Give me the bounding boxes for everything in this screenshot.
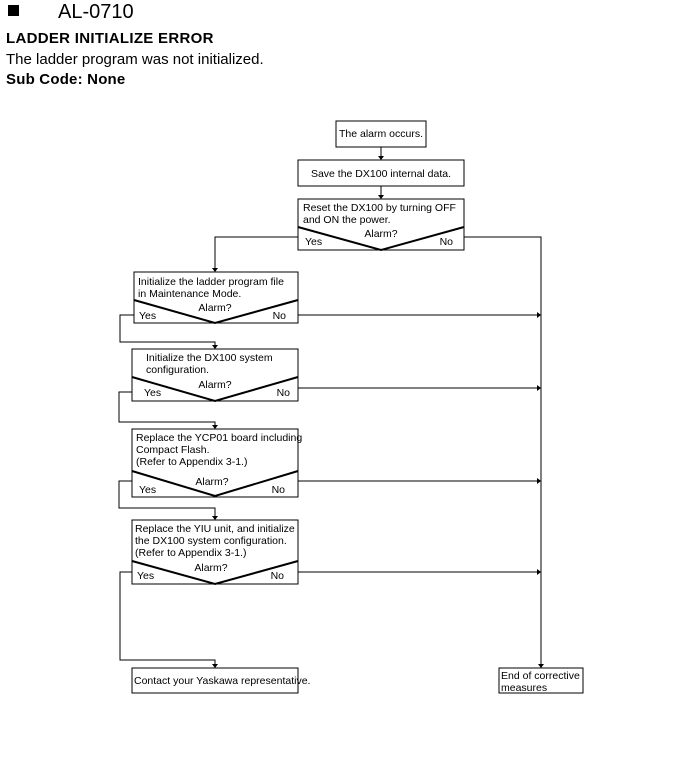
- decision-shape-5: [131, 560, 299, 586]
- replace-yiu-text-line2: the DX100 system configuration.: [135, 535, 287, 547]
- reset-power-box: [297, 198, 465, 251]
- contact-box: [131, 667, 299, 694]
- no-label-3: No: [277, 387, 291, 399]
- save-data-box: [297, 159, 465, 187]
- replace-ycp01-text-line2: Compact Flash.: [136, 444, 210, 456]
- decision-label-5: Alarm?: [194, 562, 227, 574]
- init-ladder-text-line1: Initialize the ladder program file: [138, 276, 284, 288]
- decision-label-3: Alarm?: [198, 379, 231, 391]
- start-text: The alarm occurs.: [339, 128, 423, 140]
- replace-ycp01-text-line3: (Refer to Appendix 3-1.): [136, 456, 247, 468]
- decision-shape-4: [131, 470, 299, 498]
- decision-label-2: Alarm?: [198, 302, 231, 314]
- alarm-description: The ladder program was not initialized.: [6, 51, 264, 68]
- decision-shape-1: [297, 226, 465, 252]
- replace-ycp01-box: [131, 428, 299, 498]
- init-ladder-text-line2: in Maintenance Mode.: [138, 288, 241, 300]
- replace-ycp01-text-line1: Replace the YCP01 board including: [136, 432, 302, 444]
- no-label-5: No: [271, 570, 285, 582]
- save-data-text: Save the DX100 internal data.: [311, 168, 451, 180]
- bullet-icon: [8, 5, 19, 16]
- no-label-4: No: [272, 484, 286, 496]
- decision-label-1: Alarm?: [364, 228, 397, 240]
- reset-power-text-line2: and ON the power.: [303, 214, 391, 226]
- end-text-line1: End of corrective: [501, 670, 580, 682]
- sub-code: Sub Code: None: [6, 71, 126, 88]
- no-label-2: No: [273, 310, 287, 322]
- init-sysconfig-text-line2: configuration.: [146, 364, 209, 376]
- replace-yiu-text-line1: Replace the YIU unit, and initialize: [135, 523, 295, 535]
- yes-label-2: Yes: [139, 310, 156, 322]
- decision-shape-3: [131, 376, 299, 403]
- alarm-title: LADDER INITIALIZE ERROR: [6, 30, 214, 47]
- connector-lines: [118, 147, 542, 668]
- decision-shape-2: [133, 299, 299, 325]
- yes-label-3: Yes: [144, 387, 161, 399]
- end-text-line2: measures: [501, 682, 547, 694]
- init-ladder-box: [133, 271, 299, 324]
- arrow-heads: [212, 156, 544, 668]
- reset-power-text-line1: Reset the DX100 by turning OFF: [303, 202, 456, 214]
- no-label-1: No: [440, 236, 454, 248]
- alarm-code: AL-0710: [58, 1, 134, 23]
- decision-label-4: Alarm?: [195, 476, 228, 488]
- replace-yiu-box: [131, 519, 299, 585]
- yes-label-1: Yes: [305, 236, 322, 248]
- start-box: [335, 120, 427, 148]
- init-sysconfig-text-line1: Initialize the DX100 system: [146, 352, 273, 364]
- end-box: [498, 667, 584, 694]
- yes-label-4: Yes: [139, 484, 156, 496]
- init-sysconfig-box: [131, 348, 299, 402]
- contact-text: Contact your Yaskawa representative.: [134, 675, 310, 687]
- yes-label-5: Yes: [137, 570, 154, 582]
- replace-yiu-text-line3: (Refer to Appendix 3-1.): [135, 547, 246, 559]
